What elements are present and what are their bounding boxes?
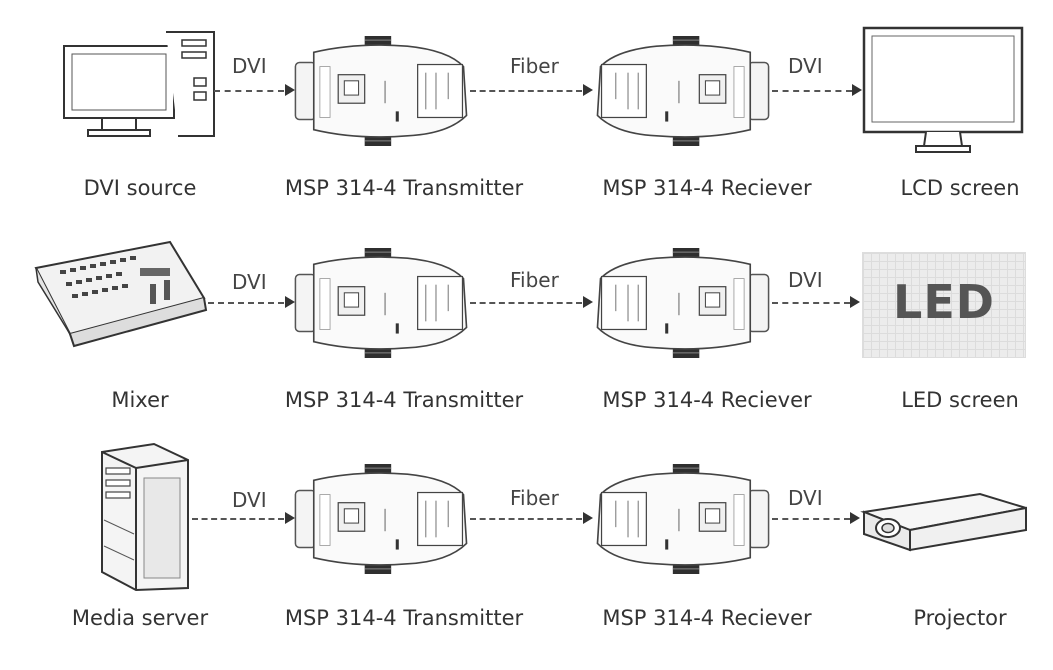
link-label-in: DVI	[232, 488, 267, 512]
transmitter-caption: MSP 314-4 Transmitter	[284, 606, 524, 630]
link-label-in: DVI	[232, 270, 267, 294]
arrow-icon	[285, 512, 295, 524]
projector-icon	[860, 490, 1030, 552]
dvi-link-line	[772, 302, 850, 304]
chain-row-mixer: DVI Fiber DVI LED Mixer MSP 314-4 Transm…	[0, 216, 1053, 426]
link-label-out: DVI	[788, 268, 823, 292]
dvi-link-line	[772, 90, 852, 92]
transmitter-device-icon	[292, 248, 472, 358]
arrow-icon	[285, 84, 295, 96]
receiver-device-icon	[592, 248, 772, 358]
receiver-caption: MSP 314-4 Reciever	[602, 176, 812, 200]
video-mixer-icon	[30, 238, 208, 348]
arrow-icon	[850, 296, 860, 308]
dvi-link-line	[214, 90, 284, 92]
arrow-icon	[852, 84, 862, 96]
link-label-mid: Fiber	[510, 54, 559, 78]
receiver-caption: MSP 314-4 Reciever	[602, 388, 812, 412]
fiber-link-line	[470, 518, 582, 520]
fiber-link-line	[470, 302, 582, 304]
dvi-link-line	[192, 518, 284, 520]
arrow-icon	[583, 512, 593, 524]
transmitter-caption: MSP 314-4 Transmitter	[284, 176, 524, 200]
link-label-mid: Fiber	[510, 268, 559, 292]
link-label-out: DVI	[788, 486, 823, 510]
link-label-out: DVI	[788, 54, 823, 78]
arrow-icon	[285, 296, 295, 308]
dvi-link-line	[208, 302, 284, 304]
source-caption: Media server	[71, 606, 209, 630]
transmitter-device-icon	[292, 36, 472, 146]
computer-icon	[62, 28, 222, 140]
chain-row-media-server: DVI Fiber DVI Media server MSP 314-4 Tra…	[0, 432, 1053, 642]
fiber-link-line	[470, 90, 582, 92]
led-panel-icon: LED	[862, 252, 1026, 358]
led-panel-text: LED	[893, 275, 995, 329]
receiver-device-icon	[592, 36, 772, 146]
source-caption: Mixer	[111, 388, 169, 412]
output-caption: Projector	[913, 606, 1007, 630]
output-caption: LCD screen	[900, 176, 1020, 200]
source-caption: DVI source	[83, 176, 197, 200]
link-label-mid: Fiber	[510, 486, 559, 510]
dvi-link-line	[772, 518, 850, 520]
arrow-icon	[583, 84, 593, 96]
transmitter-caption: MSP 314-4 Transmitter	[284, 388, 524, 412]
receiver-caption: MSP 314-4 Reciever	[602, 606, 812, 630]
link-label-in: DVI	[232, 54, 267, 78]
output-caption: LED screen	[901, 388, 1019, 412]
arrow-icon	[850, 512, 860, 524]
receiver-device-icon	[592, 464, 772, 574]
arrow-icon	[583, 296, 593, 308]
chain-row-dvi-source: DVI Fiber DVI DVI source MSP 314-4 Trans…	[0, 0, 1053, 210]
transmitter-device-icon	[292, 464, 472, 574]
server-tower-icon	[96, 442, 192, 592]
lcd-monitor-icon	[862, 26, 1024, 156]
